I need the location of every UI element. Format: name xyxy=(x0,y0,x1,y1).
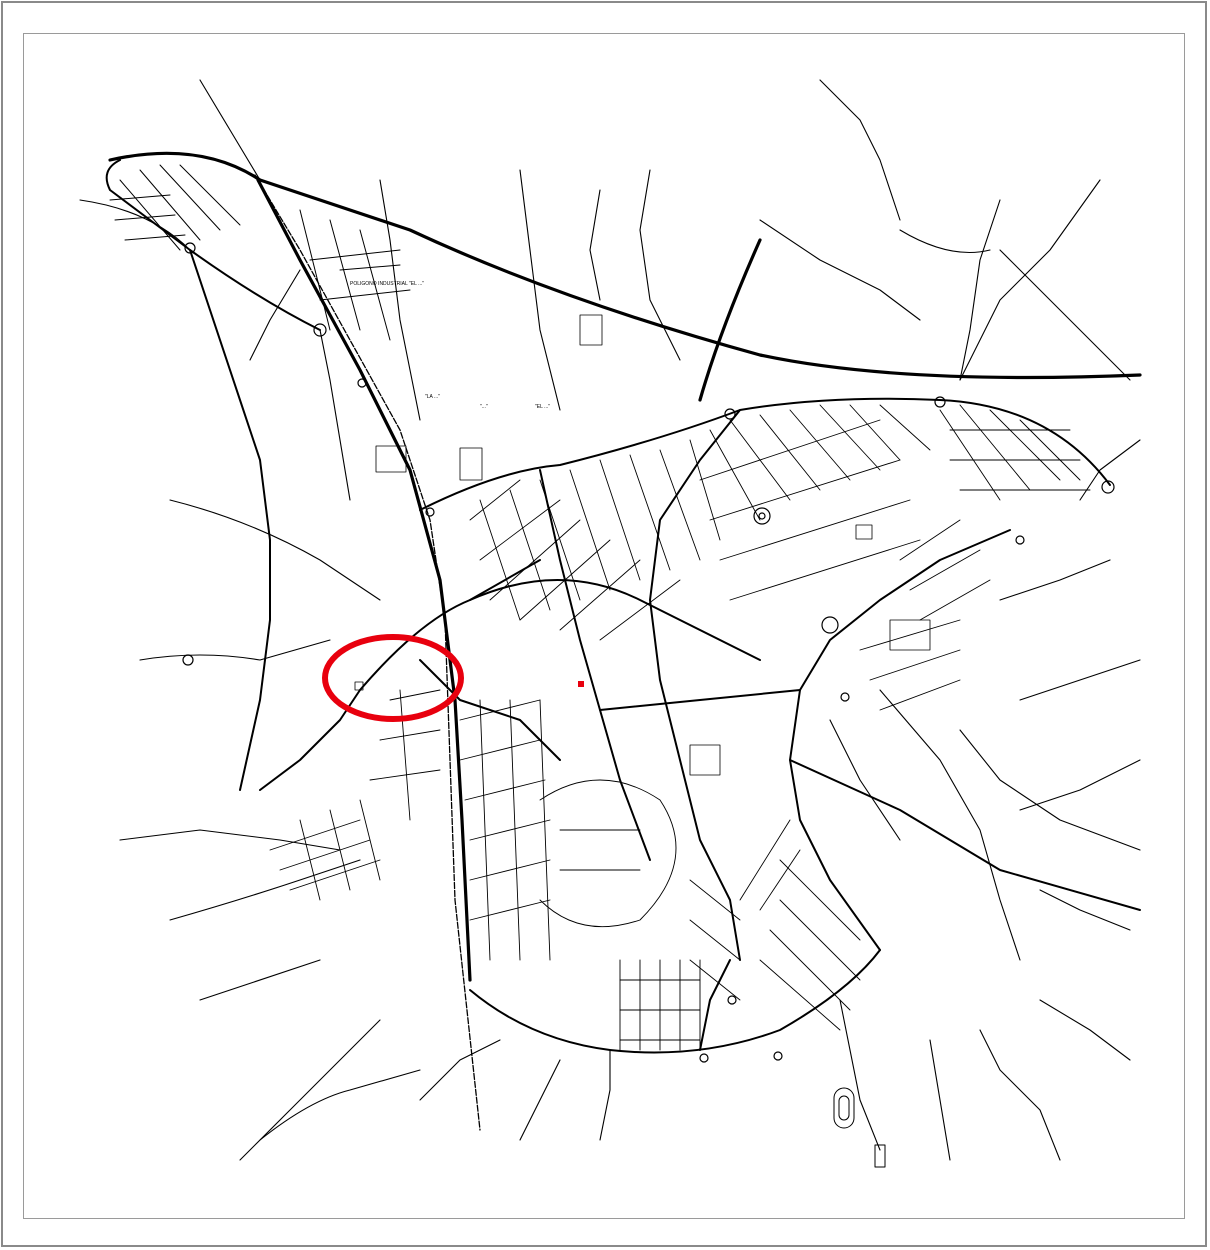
industrial-grid-nw xyxy=(109,164,411,341)
map-frame xyxy=(23,33,1185,1219)
highlight-ellipse xyxy=(322,634,464,722)
road-network xyxy=(79,79,1142,1168)
old-town-grid xyxy=(469,404,1091,641)
rural-roads xyxy=(79,79,1141,1161)
stadium-track xyxy=(833,1087,886,1168)
area-3-label: "EL ..." xyxy=(535,404,550,410)
area-1-label: "LA ..." xyxy=(425,394,440,400)
industrial-area-label: POLIGONO INDUSTRIAL "EL ..." xyxy=(350,281,424,287)
railway xyxy=(254,174,481,1131)
area-2-label: "..." xyxy=(480,404,488,410)
roundabouts xyxy=(182,242,1115,1063)
ring-roads xyxy=(105,159,1141,1054)
building-blocks xyxy=(354,314,931,776)
location-marker xyxy=(578,681,584,687)
highways xyxy=(108,151,1142,982)
south-grid xyxy=(269,619,961,1051)
